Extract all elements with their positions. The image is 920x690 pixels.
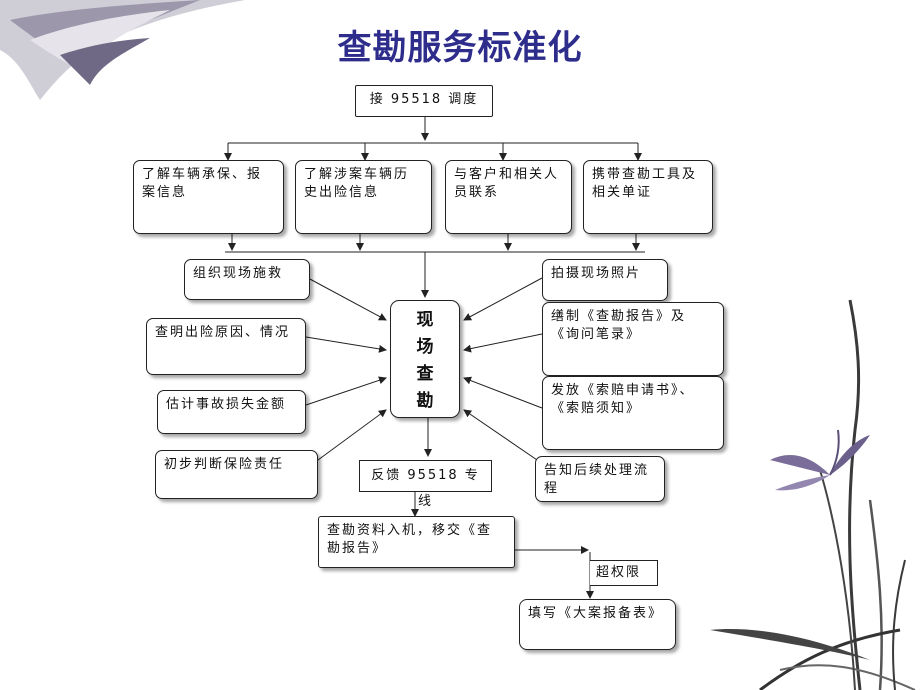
receive-dispatch-box: 接 95518 调度 (355, 85, 493, 117)
row1-box-2: 了解涉案车辆历史出险信息 (295, 160, 432, 234)
left-box-cause: 查明出险原因、情况 (146, 318, 306, 375)
onsite-char-2: 场 (416, 337, 434, 357)
right-box-followup: 告知后续处理流程 (535, 456, 665, 502)
row1-box-3: 与客户和相关人员联系 (445, 160, 572, 234)
major-case-form-box: 填写《大案报备表》 (519, 599, 676, 650)
right-box-photo: 拍摄现场照片 (542, 259, 668, 301)
left-box-loss: 估计事故损失金额 (157, 390, 306, 434)
left-box-liability: 初步判断保险责任 (155, 450, 318, 499)
right-box-claim-form: 发放《索赔申请书》、《索赔须知》 (542, 376, 724, 450)
onsite-char-4: 勘 (416, 391, 434, 411)
left-box-rescue: 组织现场施救 (184, 259, 310, 300)
data-entry-box: 查勘资料入机，移交《查勘报告》 (318, 516, 515, 568)
onsite-char-1: 现 (416, 310, 434, 330)
brush-stroke-decoration (0, 0, 245, 100)
onsite-survey-box: 现 场 查 勘 (390, 300, 460, 418)
exceed-authority-label: 超权限 (590, 560, 658, 586)
row1-box-1: 了解车辆承保、报案信息 (133, 160, 284, 234)
page-title: 查勘服务标准化 (337, 28, 583, 68)
feedback-box: 反馈 95518 专线 (359, 460, 492, 509)
right-box-report: 缮制《查勘报告》及《询问笔录》 (542, 302, 724, 376)
row1-box-4: 携带查勘工具及相关单证 (583, 160, 713, 234)
onsite-char-3: 查 (416, 364, 434, 384)
